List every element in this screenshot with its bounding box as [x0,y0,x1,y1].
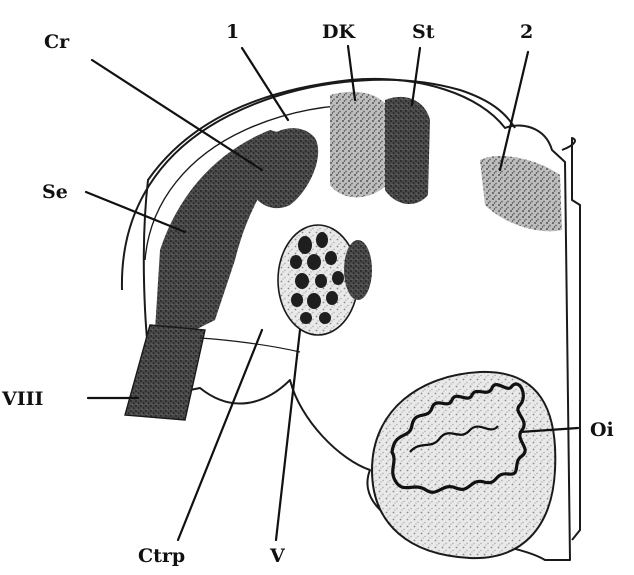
inferior-olive [372,372,555,558]
label-st: St [412,21,435,43]
pointer-cr [92,60,262,170]
pointer-v [276,330,300,540]
lateral-fibers [200,338,300,352]
label-ctrp: Ctrp [138,545,185,567]
label-oi: Oi [590,419,614,441]
label-1: 1 [226,21,239,43]
region-2 [480,156,562,231]
pointer-st [412,48,420,105]
pointer-1 [242,48,288,120]
pointer-2 [500,52,528,170]
cell-cluster [278,225,372,335]
viii-root [125,325,205,420]
label-dk: DK [322,21,356,43]
label-v: V [269,545,286,567]
st-band [385,97,430,204]
pointer-se [86,192,185,232]
label-2: 2 [520,21,533,43]
label-se: Se [42,181,68,203]
label-viii: VIII [1,388,44,410]
label-cr: Cr [44,31,70,53]
